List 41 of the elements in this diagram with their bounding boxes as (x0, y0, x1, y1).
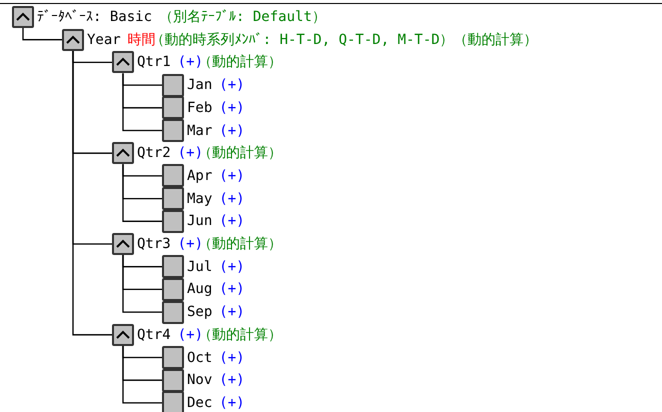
operator-sign: (+) (219, 371, 245, 390)
tree-connector (122, 73, 162, 132)
tree-connector (122, 346, 162, 404)
member-name: Sep (187, 303, 212, 322)
member-name: Qtr3 (137, 235, 171, 254)
tree-connector (122, 255, 162, 313)
member-name: Dec (187, 394, 212, 412)
member-name: Feb (187, 98, 212, 118)
member-name: Nov (187, 371, 212, 390)
operator-sign: (+) (219, 303, 245, 322)
operator-sign: (+) (219, 280, 245, 300)
member-name: Jan (187, 76, 212, 96)
operator-sign: (+) (219, 212, 245, 232)
member-name: Aug (187, 280, 212, 300)
operator-sign: (+) (178, 326, 204, 345)
member-name: Mar (187, 122, 212, 140)
operator-sign: (+) (219, 76, 245, 96)
operator-sign: (+) (219, 190, 245, 209)
member-name: May (187, 190, 212, 209)
tree-connector (72, 50, 112, 336)
member-name: Oct (187, 348, 212, 368)
tree-connector (22, 28, 62, 40)
member-name: Qtr1 (137, 53, 171, 72)
operator-sign: (+) (178, 53, 204, 72)
operator-sign: (+) (219, 258, 245, 277)
member-name: Jul (187, 258, 212, 277)
tree-connector (122, 164, 162, 222)
operator-sign: (+) (178, 144, 204, 164)
operator-sign: (+) (219, 166, 245, 186)
member-name: Qtr2 (137, 144, 171, 164)
operator-sign: (+) (178, 235, 204, 254)
property-text: （別名ﾃｰﾌﾞﾙ: Default） (159, 8, 326, 27)
member-name: ﾃﾞｰﾀﾍﾞｰｽ: Basic (37, 8, 152, 27)
operator-sign: (+) (219, 394, 245, 412)
operator-sign: (+) (219, 122, 245, 140)
operator-sign: (+) (219, 348, 245, 368)
member-name: Apr (187, 166, 212, 186)
member-name: Qtr4 (137, 326, 171, 345)
operator-sign: (+) (219, 98, 245, 118)
member-name: Jun (187, 212, 212, 232)
member-name: Year (87, 30, 121, 50)
